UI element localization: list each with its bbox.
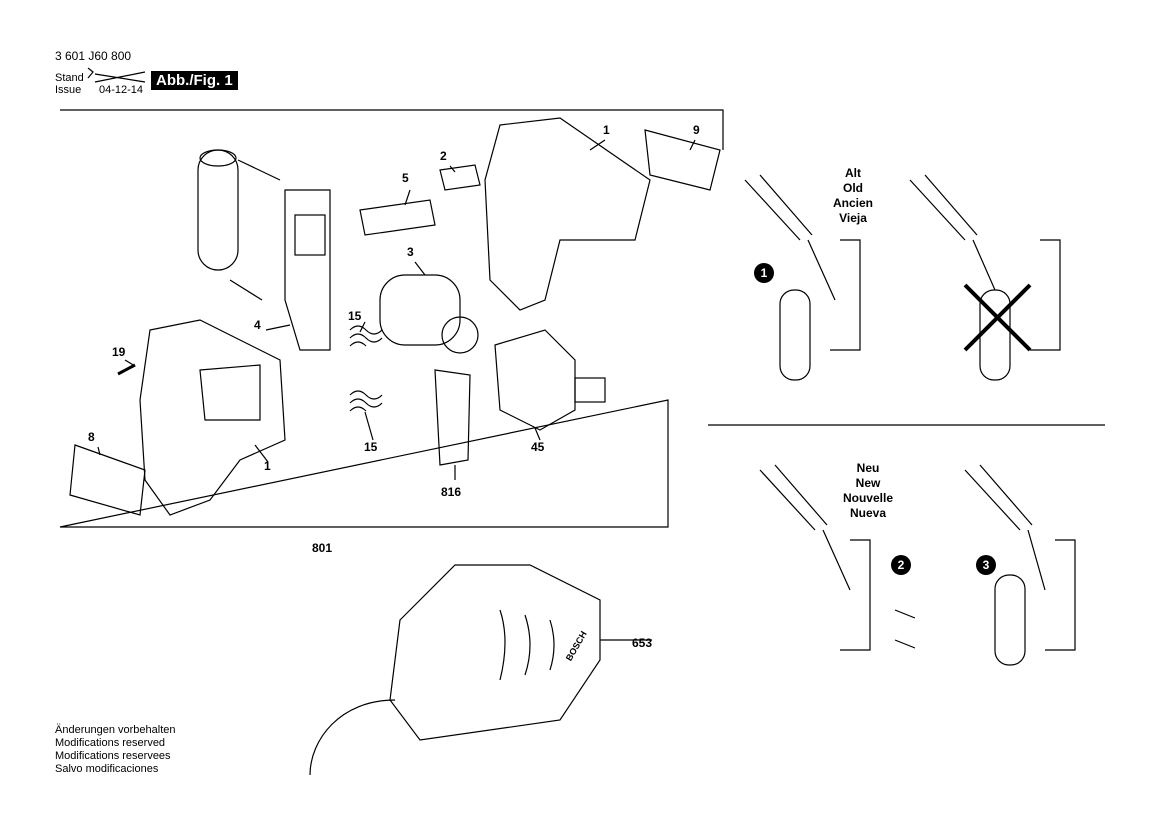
part-ref: 15 [348,309,362,323]
part-ref: 1 [264,459,271,473]
spring-shape [349,390,383,412]
part-ref: 2 [440,149,447,163]
switch-board-shape [284,189,331,351]
brace-mark [87,67,146,83]
part-ref: 45 [531,440,545,454]
caption-line: Old [843,181,863,195]
part-ref: 15 [364,440,378,454]
figure-label: Abb./Fig. 1 [151,71,238,90]
footer-line: Salvo modificaciones [55,763,159,775]
part-ref: 19 [112,345,126,359]
new-caption: Neu New Nouvelle Nueva [828,461,908,521]
footer-line: Modifications reservees [55,750,171,762]
housing-right-shape [484,117,651,311]
caption-line: Nueva [849,506,887,520]
caption-line: Nouvelle [842,491,893,505]
old-caption: Alt Old Ancien Vieja [813,166,893,226]
old-screwdriver-detail [744,174,1061,381]
battery-cover-shape [434,369,471,466]
caption-line: New [855,476,881,490]
part-ref: 3 [407,245,414,259]
issue-label: Issue [55,84,82,96]
footer-line: Änderungen vorbehalten [55,724,176,736]
part-ref: 816 [441,485,462,499]
housing-left-shape [139,319,286,516]
assembly-frame [59,109,724,528]
step-badge: 1 [754,263,774,283]
caption-line: Ancien [832,196,873,210]
stand-label: Stand [55,72,84,84]
label-plate-9 [644,129,721,191]
part-ref: 8 [88,430,95,444]
part-number: 3 601 J60 800 [55,49,132,63]
footer-line: Modifications reserved [55,737,166,749]
caption-line: Vieja [839,211,867,225]
cross-mark [963,283,1032,352]
part-ref: 4 [254,318,261,332]
part-ref: 9 [693,123,700,137]
label-plate-8 [69,444,146,516]
part-ref: 1 [603,123,610,137]
part-ref: 653 [632,636,653,650]
step-badge: 2 [891,555,911,575]
chuck-shape [494,329,576,431]
charger-shape [389,564,601,741]
step-badge: 3 [976,555,996,575]
caption-line: Neu [856,461,880,475]
spring-shape [349,325,383,347]
battery-shape [197,149,239,271]
caption-line: Alt [845,166,861,180]
motor-shape [379,274,461,346]
new-screwdriver-detail [759,464,1076,666]
part-ref: 801 [312,541,333,555]
issue-date: 04-12-14 [99,84,144,96]
part-ref: 5 [402,171,409,185]
